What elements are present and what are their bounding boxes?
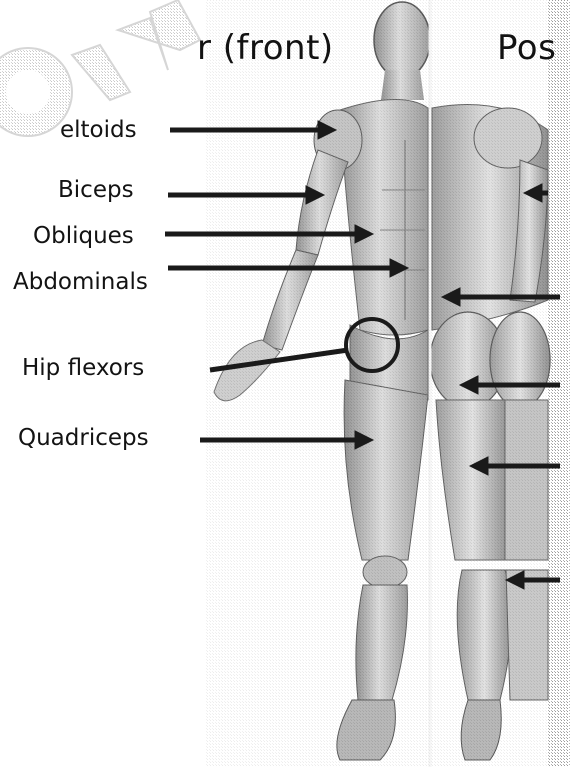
posterior-heading: Pos [497, 28, 556, 68]
posterior-figure [430, 104, 550, 760]
anterior-figure [214, 2, 430, 760]
anterior-heading: r (front) [197, 28, 334, 68]
label-biceps: Biceps [58, 176, 134, 204]
label-deltoids: eltoids [60, 116, 137, 144]
arrow-obliques [165, 225, 373, 243]
label-obliques: Obliques [33, 222, 134, 250]
label-quadriceps: Quadriceps [18, 424, 149, 452]
label-hip-flexors: Hip flexors [22, 354, 144, 382]
arrow-deltoids [170, 121, 336, 139]
arrow-biceps [168, 186, 324, 204]
label-abdominals: Abdominals [13, 268, 148, 296]
